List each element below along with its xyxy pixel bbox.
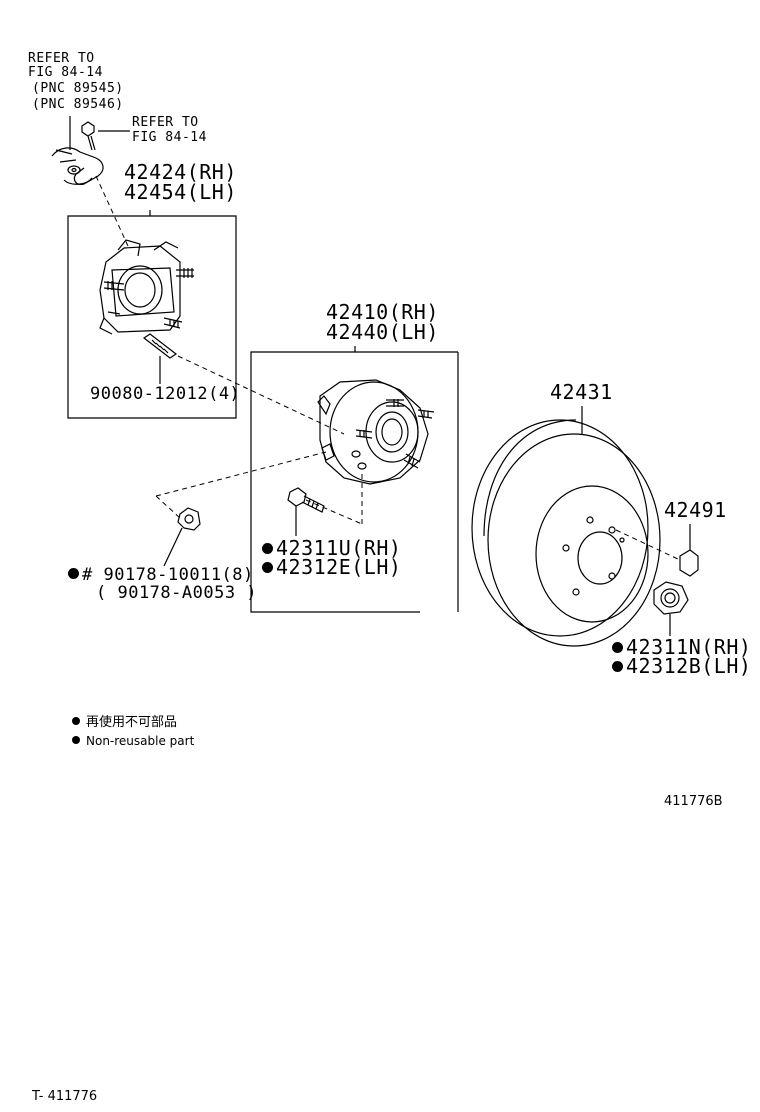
label-carrier-rh: 42424(RH) bbox=[124, 160, 237, 184]
carrier-assembly bbox=[99, 239, 194, 335]
label-disc: 42431 bbox=[550, 380, 613, 404]
label-nut-alt: ( 90178-A0053 ) bbox=[96, 583, 258, 603]
label-plug: 42491 bbox=[664, 498, 727, 522]
brake-disc bbox=[471, 406, 661, 647]
label-hub-nut-lh: 42312B(LH) bbox=[612, 656, 751, 676]
stud-bolt bbox=[142, 333, 178, 384]
label-stud: 90080-12012(4) bbox=[90, 384, 241, 404]
label-hub-rh: 42410(RH) bbox=[326, 300, 439, 324]
non-reusable-mark bbox=[68, 568, 79, 579]
non-reusable-mark bbox=[612, 661, 623, 672]
frame-hub bbox=[250, 346, 459, 613]
hub-bearing bbox=[317, 379, 435, 485]
nut-main-text: # 90178-10011(8) bbox=[82, 565, 254, 585]
refer-sensor-pnc1: (PNC 89545) bbox=[32, 81, 124, 96]
label-nut-main: # 90178-10011(8) bbox=[68, 567, 254, 584]
illustration-id: 411776B bbox=[664, 794, 723, 809]
refer-sensor-line1: REFER TO bbox=[28, 51, 95, 66]
non-reusable-mark bbox=[262, 543, 273, 554]
hub-bolt-rh-text: 42311U(RH) bbox=[276, 536, 402, 560]
non-reusable-mark bbox=[262, 562, 273, 573]
hub-bolt bbox=[287, 487, 325, 536]
legend-en: Non-reusable part bbox=[72, 735, 194, 747]
legend-dot bbox=[72, 736, 80, 744]
label-hub-nut-rh: 42311N(RH) bbox=[612, 637, 751, 657]
hub-nut-rh-text: 42311N(RH) bbox=[626, 635, 752, 659]
plug bbox=[679, 524, 699, 577]
non-reusable-mark bbox=[612, 642, 623, 653]
label-hub-lh: 42440(LH) bbox=[326, 320, 439, 344]
legend-dot bbox=[72, 717, 80, 725]
legend-jp-text: 再使用不可部品 bbox=[86, 715, 178, 730]
hub-nut-lh-text: 42312B(LH) bbox=[626, 654, 752, 678]
abs-sensor bbox=[51, 116, 104, 185]
footer-id: T- 411776 bbox=[32, 1089, 98, 1104]
refer-sensor-pnc2: (PNC 89546) bbox=[32, 97, 124, 112]
dashed-leaders bbox=[95, 175, 681, 561]
label-hub-bolt-rh: 42311U(RH) bbox=[262, 538, 401, 558]
nut bbox=[163, 507, 201, 567]
frame-carrier bbox=[67, 210, 237, 419]
hub-bolt-lh-text: 42312E(LH) bbox=[276, 555, 402, 579]
hub-nut bbox=[653, 581, 689, 636]
refer-bolt-line2: FIG 84-14 bbox=[132, 130, 207, 145]
refer-bolt-line1: REFER TO bbox=[132, 115, 199, 130]
legend-en-text: Non-reusable part bbox=[86, 734, 195, 748]
refer-sensor-line2: FIG 84-14 bbox=[28, 65, 103, 80]
label-carrier-lh: 42454(LH) bbox=[124, 180, 237, 204]
legend-jp: 再使用不可部品 bbox=[72, 716, 177, 729]
sensor-bolt bbox=[81, 121, 130, 151]
label-hub-bolt-lh: 42312E(LH) bbox=[262, 557, 401, 577]
